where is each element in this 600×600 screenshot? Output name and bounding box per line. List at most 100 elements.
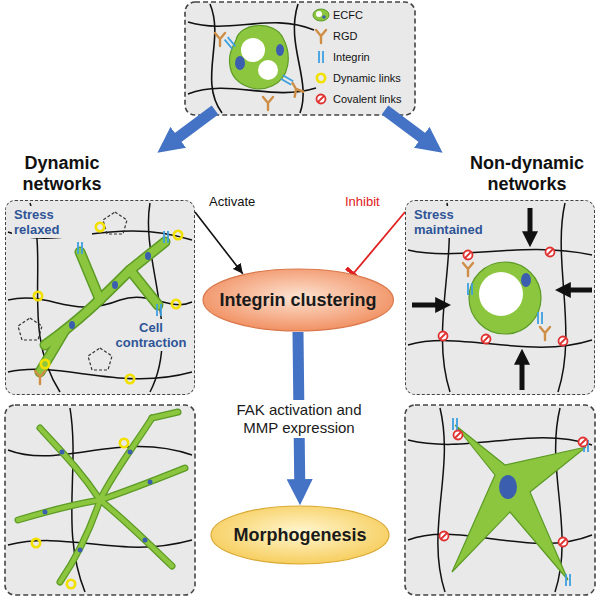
dynamic-network	[40, 330, 65, 372]
non-dynamic-network	[482, 335, 491, 344]
dynamic-network	[69, 321, 75, 329]
network-panel: Dynamic networksStress relaxedCell contr…	[5, 200, 195, 395]
non-dynamic-network	[408, 203, 592, 392]
sprouting-panel	[60, 500, 100, 582]
spread-cell-panel	[453, 418, 457, 430]
stress-note: Stress maintained	[412, 206, 492, 238]
non-dynamic-network	[566, 288, 592, 293]
dynamic-network	[103, 212, 127, 234]
sprouting-panel	[100, 468, 185, 500]
sprouting-panel	[148, 480, 153, 485]
sprouting-panel	[40, 428, 100, 500]
branch-arrow	[172, 110, 428, 142]
contraction-note: Cell contraction	[112, 319, 190, 351]
dynamic-network	[145, 252, 151, 260]
top-panel	[225, 37, 236, 49]
non-dynamic-network	[559, 337, 568, 346]
branch-arrow	[385, 110, 428, 142]
dynamic-network	[157, 304, 161, 316]
node-label: Morphogenesis	[233, 524, 366, 546]
sprouting-panel	[152, 412, 178, 418]
top-panel	[185, 2, 415, 115]
dynamic-network	[174, 231, 182, 239]
legend-icon	[313, 9, 329, 104]
process-ellipse: Integrin clustering	[202, 268, 394, 332]
sprouting-panel	[18, 412, 185, 582]
non-dynamic-network	[405, 200, 595, 395]
dynamic-network	[41, 360, 49, 368]
legend-text: Covalent links	[333, 92, 401, 106]
legend-icon	[322, 15, 326, 19]
sprouting-panel	[67, 580, 75, 588]
spread-cell-panel	[408, 438, 592, 445]
dynamic-network	[40, 242, 165, 372]
sprouting-panel	[100, 418, 152, 500]
top-panel	[210, 4, 222, 113]
top-panel	[185, 2, 415, 115]
spread-cell-panel	[440, 532, 449, 541]
sprouting-panel	[100, 468, 185, 500]
non-dynamic-network	[521, 273, 531, 287]
non-dynamic-network	[538, 312, 542, 324]
top-panel	[229, 25, 288, 88]
legend-icon	[317, 95, 326, 104]
sprouting-panel	[32, 539, 40, 547]
dynamic-network	[40, 242, 165, 372]
dynamic-network	[96, 223, 104, 231]
non-dynamic-network	[468, 283, 472, 295]
sprouting-panel	[60, 500, 100, 582]
sprouting-panel	[100, 500, 172, 566]
top-panel	[276, 44, 284, 56]
spread-cell-panel	[438, 408, 445, 592]
top-panel	[215, 33, 225, 46]
non-dynamic-network	[520, 360, 525, 390]
legend-icon	[316, 30, 326, 43]
legend-text: ECFC	[333, 8, 363, 22]
spread-cell-panel	[566, 574, 570, 586]
non-dynamic-network	[546, 248, 555, 257]
sprouting-panel	[43, 510, 48, 515]
top-panel	[188, 4, 316, 113]
ellipse-outline	[211, 506, 389, 564]
non-dynamic-network	[469, 262, 541, 334]
legend-icon	[316, 11, 322, 17]
non-dynamic-network	[463, 263, 473, 276]
sprouting-panel	[5, 405, 195, 595]
dynamic-network	[126, 375, 134, 383]
sprouting-panel	[5, 405, 195, 595]
sprouting-panel	[43, 450, 153, 553]
non-dynamic-network	[540, 327, 550, 340]
legend-text: Integrin	[333, 50, 370, 64]
dynamic-network	[172, 300, 180, 308]
dynamic-network	[5, 200, 195, 395]
spread-cell-panel	[452, 425, 586, 580]
dynamic-network	[80, 252, 100, 300]
legend-icon	[313, 9, 329, 21]
legend-icon	[319, 51, 323, 63]
sprouting-panel	[60, 450, 65, 455]
dynamic-network	[112, 281, 118, 289]
dynamic-network	[35, 371, 45, 384]
dynamic-network	[88, 348, 112, 370]
dynamic-network	[164, 231, 168, 243]
spread-cell-panel	[405, 405, 595, 595]
sprouting-panel	[18, 412, 185, 582]
dynamic-network	[8, 203, 192, 392]
stress-note: Stress relaxed	[12, 206, 92, 238]
spread-cell-panel	[559, 538, 568, 547]
edge-label: Activate	[209, 194, 255, 210]
edge-label: Inhibit	[345, 194, 380, 210]
activate-arrow	[195, 212, 243, 274]
sprouting-panel	[18, 500, 100, 520]
node-label: Integrin clustering	[219, 289, 376, 311]
sprouting-panel	[128, 450, 133, 455]
sprouting-panel	[152, 412, 178, 418]
sprouting-panel	[143, 538, 148, 543]
legend-icon	[317, 74, 325, 82]
top-panel	[235, 56, 245, 70]
outcome-ellipse: Morphogenesis	[210, 505, 390, 565]
non-dynamic-network	[405, 200, 595, 395]
sprouting-panel	[40, 428, 100, 500]
top-panel	[258, 60, 278, 80]
